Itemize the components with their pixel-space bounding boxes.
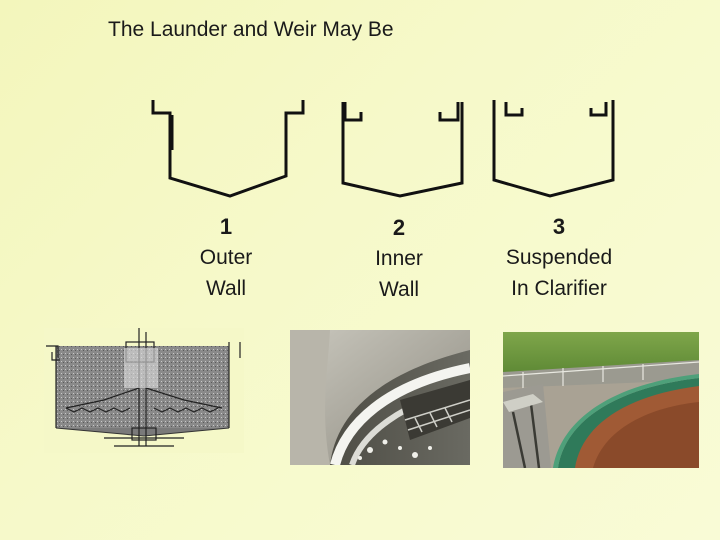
launder-diagrams — [151, 100, 615, 198]
outer-wall-launder-diagram — [151, 100, 305, 198]
option-label-line2: Wall — [205, 277, 247, 300]
option-label-line2: Wall — [378, 278, 420, 301]
option-number: 1 — [219, 214, 233, 239]
option-label-line1: Outer — [199, 246, 253, 269]
option-label-line1: Inner — [375, 247, 423, 270]
option-suspended: 3 Suspended In Clarifier — [484, 211, 634, 304]
option-number: 3 — [552, 214, 566, 239]
inner-wall-launder-photo — [290, 330, 470, 465]
suspended-launder-photo — [503, 332, 699, 468]
slide-title: The Launder and Weir May Be — [108, 18, 394, 41]
option-label-line2: In Clarifier — [511, 277, 607, 300]
option-label-line1: Suspended — [505, 246, 613, 269]
inner-wall-launder-diagram — [341, 102, 464, 198]
option-inner-wall: 2 Inner Wall — [349, 212, 449, 305]
option-outer-wall: 1 Outer Wall — [176, 211, 276, 304]
clarifier-cross-section-image — [44, 328, 244, 453]
option-number: 2 — [392, 215, 406, 240]
suspended-launder-diagram — [492, 100, 615, 198]
